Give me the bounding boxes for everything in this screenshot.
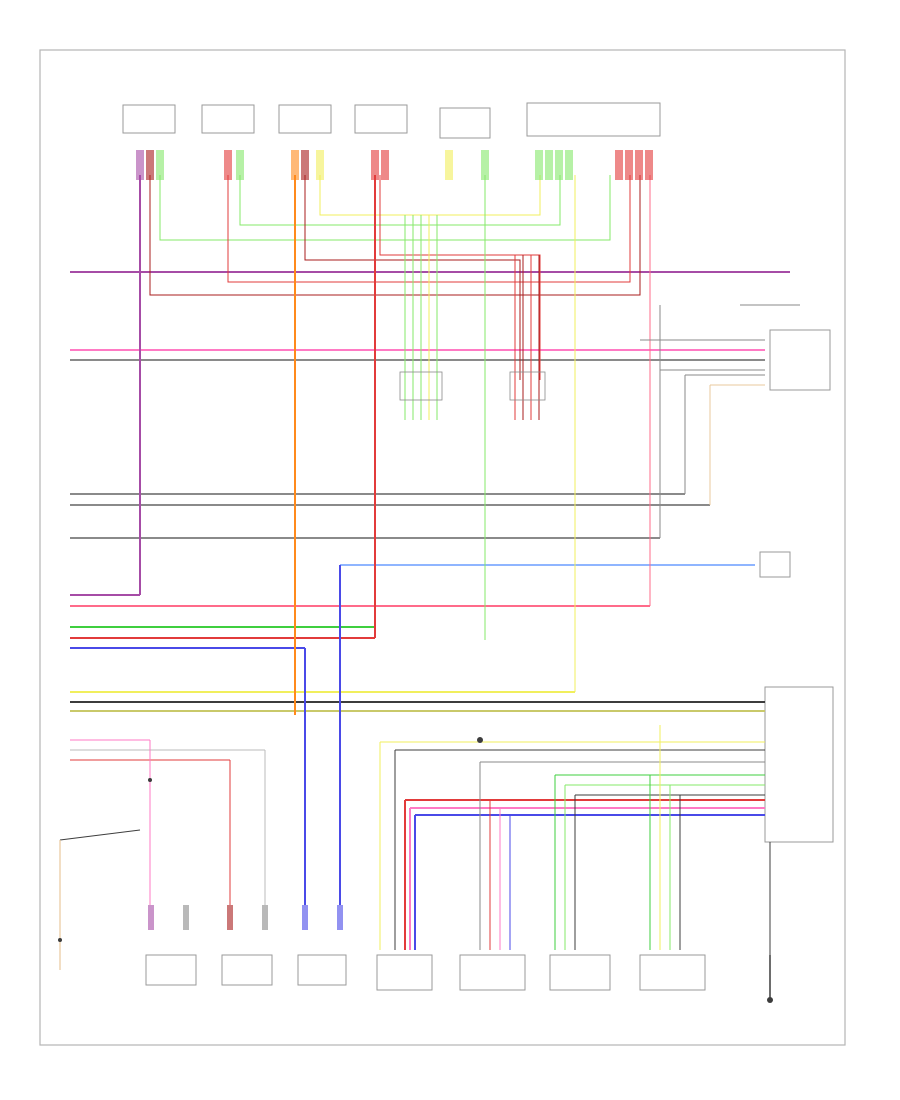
horizontal-wires xyxy=(70,271,790,761)
sensor-box-4 xyxy=(354,104,408,134)
bottom-box-4 xyxy=(376,954,433,991)
left-switch-symbols xyxy=(58,737,483,970)
right-connector-block xyxy=(764,686,834,843)
sensor-box-1 xyxy=(122,104,176,134)
bottom-components xyxy=(145,954,706,991)
ground-symbol xyxy=(767,955,773,1003)
wire-green-harness-1 xyxy=(159,175,611,241)
wire-darkred-harness-1 xyxy=(149,175,641,296)
diagram-frame xyxy=(39,49,846,1046)
bottom-harness xyxy=(379,725,771,1000)
bottom-box-6 xyxy=(549,954,611,991)
wire-red-harness-4 xyxy=(379,175,541,380)
wire-yellow-harness xyxy=(319,175,541,216)
control-unit-top xyxy=(526,102,661,137)
right-module-box xyxy=(769,329,831,391)
sensor-box-2 xyxy=(201,104,255,134)
bottom-box-5 xyxy=(459,954,526,991)
right-switch-box xyxy=(759,551,791,578)
top-components xyxy=(122,102,661,139)
middle-connector-left xyxy=(399,215,443,420)
bottom-box-2 xyxy=(221,954,273,986)
bottom-pins xyxy=(148,905,343,930)
sensor-harness xyxy=(149,175,641,380)
wire-green-harness-2 xyxy=(239,175,561,226)
right-module-wires xyxy=(640,304,800,386)
middle-connector-right xyxy=(509,255,546,420)
bottom-box-1 xyxy=(145,954,197,986)
sensor-box-5 xyxy=(439,107,491,139)
bottom-box-3 xyxy=(297,954,347,986)
bottom-box-7 xyxy=(639,954,706,991)
vertical-wires xyxy=(139,175,711,905)
sensor-box-3 xyxy=(278,104,332,134)
sensor-pins xyxy=(136,150,653,180)
